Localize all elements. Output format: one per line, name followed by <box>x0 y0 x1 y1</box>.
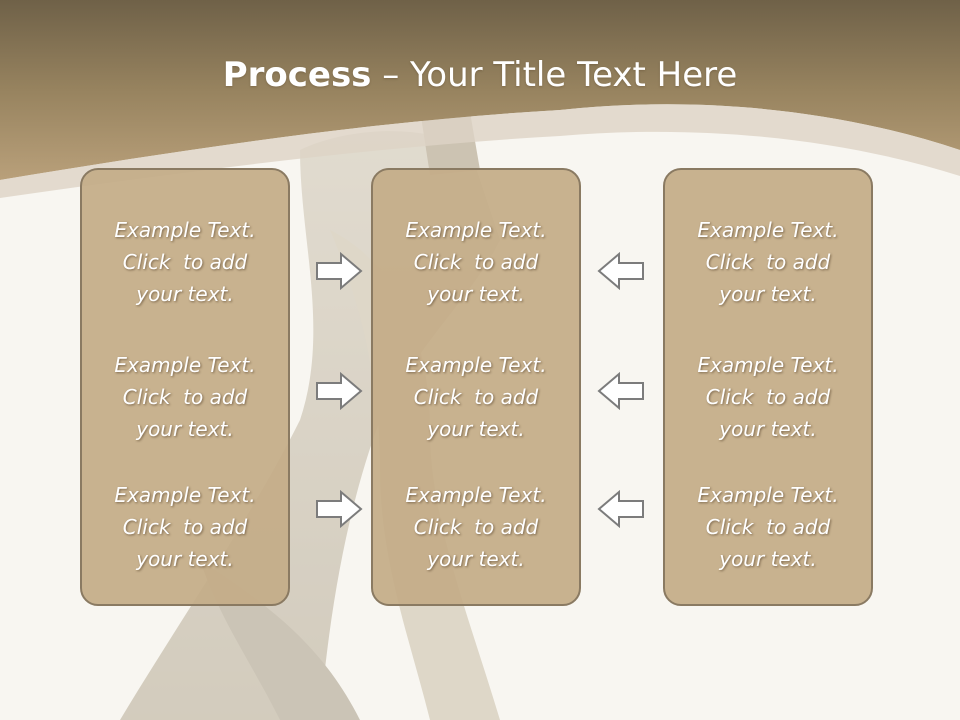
right-arrow-icon[interactable] <box>315 252 363 290</box>
left-arrow-icon[interactable] <box>597 490 645 528</box>
text-line: Click to add <box>705 515 831 539</box>
text-placeholder[interactable]: Example Text. Click to add your text. <box>373 479 579 575</box>
text-line: Click to add <box>413 250 539 274</box>
left-arrow-icon[interactable] <box>597 252 645 290</box>
text-placeholder[interactable]: Example Text. Click to add your text. <box>665 349 871 445</box>
title-bold-text: Process <box>222 55 372 95</box>
text-line: your text. <box>136 417 234 441</box>
text-line: your text. <box>427 417 525 441</box>
text-placeholder[interactable]: Example Text. Click to add your text. <box>82 349 288 445</box>
text-placeholder[interactable]: Example Text. Click to add your text. <box>373 214 579 310</box>
text-line: Click to add <box>122 385 248 409</box>
right-arrow-icon[interactable] <box>315 490 363 528</box>
text-line: Example Text. <box>114 218 256 242</box>
text-line: Example Text. <box>697 353 839 377</box>
center-text-box[interactable]: Example Text. Click to add your text. Ex… <box>371 168 581 606</box>
text-line: Example Text. <box>405 483 547 507</box>
text-placeholder[interactable]: Example Text. Click to add your text. <box>82 214 288 310</box>
text-line: Example Text. <box>405 218 547 242</box>
text-line: your text. <box>136 282 234 306</box>
text-placeholder[interactable]: Example Text. Click to add your text. <box>373 349 579 445</box>
left-text-box[interactable]: Example Text. Click to add your text. Ex… <box>80 168 290 606</box>
text-line: Click to add <box>122 250 248 274</box>
text-line: Click to add <box>705 385 831 409</box>
text-line: Click to add <box>413 515 539 539</box>
text-line: Example Text. <box>114 353 256 377</box>
text-line: your text. <box>719 547 817 571</box>
text-line: your text. <box>427 282 525 306</box>
text-line: your text. <box>719 417 817 441</box>
text-line: your text. <box>719 282 817 306</box>
left-arrow-icon[interactable] <box>597 372 645 410</box>
text-line: Click to add <box>705 250 831 274</box>
slide-title[interactable]: Process – Your Title Text Here <box>0 52 960 98</box>
text-line: Example Text. <box>697 218 839 242</box>
right-arrow-icon[interactable] <box>315 372 363 410</box>
text-placeholder[interactable]: Example Text. Click to add your text. <box>665 479 871 575</box>
text-placeholder[interactable]: Example Text. Click to add your text. <box>665 214 871 310</box>
text-line: Example Text. <box>114 483 256 507</box>
title-rest-text: – Your Title Text Here <box>371 55 738 95</box>
text-line: Example Text. <box>405 353 547 377</box>
text-line: your text. <box>136 547 234 571</box>
text-line: Example Text. <box>697 483 839 507</box>
text-line: Click to add <box>122 515 248 539</box>
text-line: Click to add <box>413 385 539 409</box>
text-placeholder[interactable]: Example Text. Click to add your text. <box>82 479 288 575</box>
text-line: your text. <box>427 547 525 571</box>
right-text-box[interactable]: Example Text. Click to add your text. Ex… <box>663 168 873 606</box>
